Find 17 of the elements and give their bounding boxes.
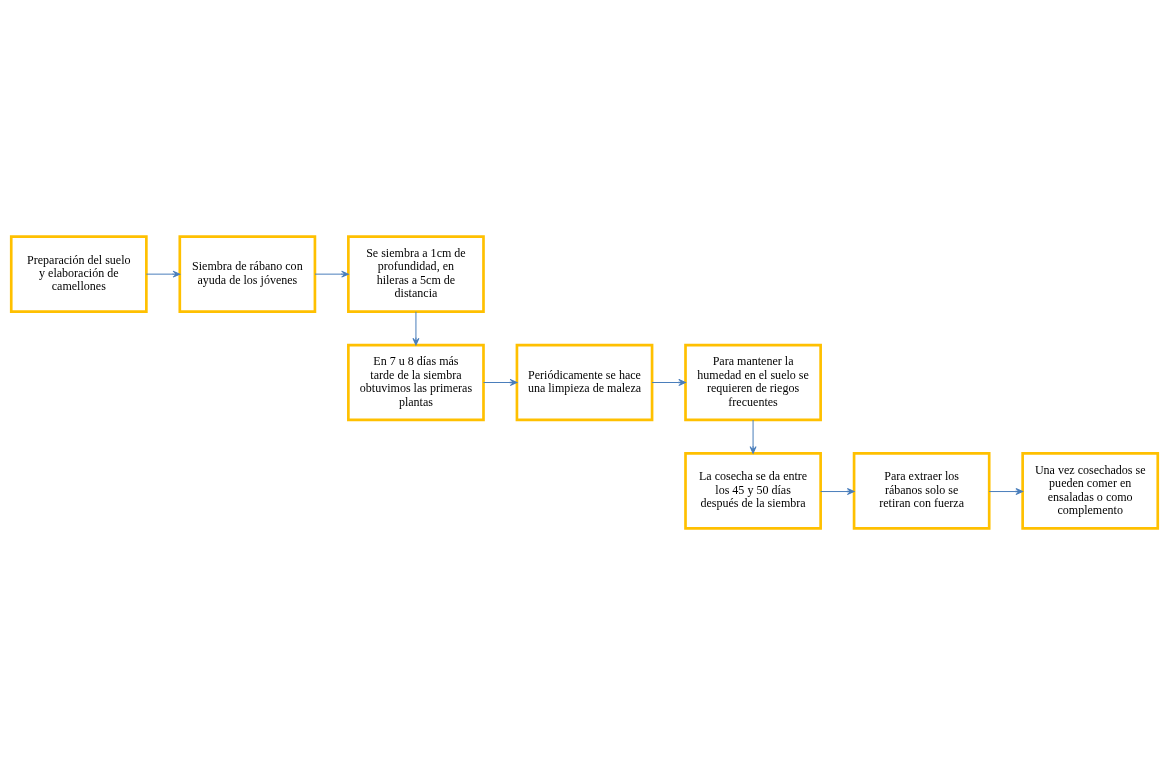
arrow (314, 270, 349, 278)
node-box: Siembra de rábano con ayuda de los jóvenes (178, 235, 317, 313)
arrow (749, 419, 757, 454)
node-box: Preparación del suelo y elaboración de camellones (9, 235, 148, 313)
node-box: Se siembra a 1cm de profundidad, en hileras a 5cm de distancia (347, 235, 485, 313)
arrow (651, 379, 686, 386)
node-box: La cosecha se da entre los 45 y 50 días después de la siembra (684, 452, 822, 530)
arrow (412, 311, 420, 346)
arrow (483, 379, 518, 386)
arrow (820, 488, 855, 496)
node-box: Para extraer los rábanos solo se retiran con fuerza (852, 452, 991, 530)
node-box: Periódicamente se hace una limpieza de maleza (515, 343, 654, 422)
arrow (145, 270, 181, 278)
node-box: Una vez cosechados se pueden comer en ensaladas o como complemento (1021, 452, 1160, 530)
node-box: Para mantener la humedad en el suelo se requieren de riegos frecuentes (684, 343, 822, 422)
node-box: En 7 u 8 días más tarde de la siembra obtuvimos las primeras plantas (347, 343, 485, 422)
arrow (988, 488, 1024, 496)
